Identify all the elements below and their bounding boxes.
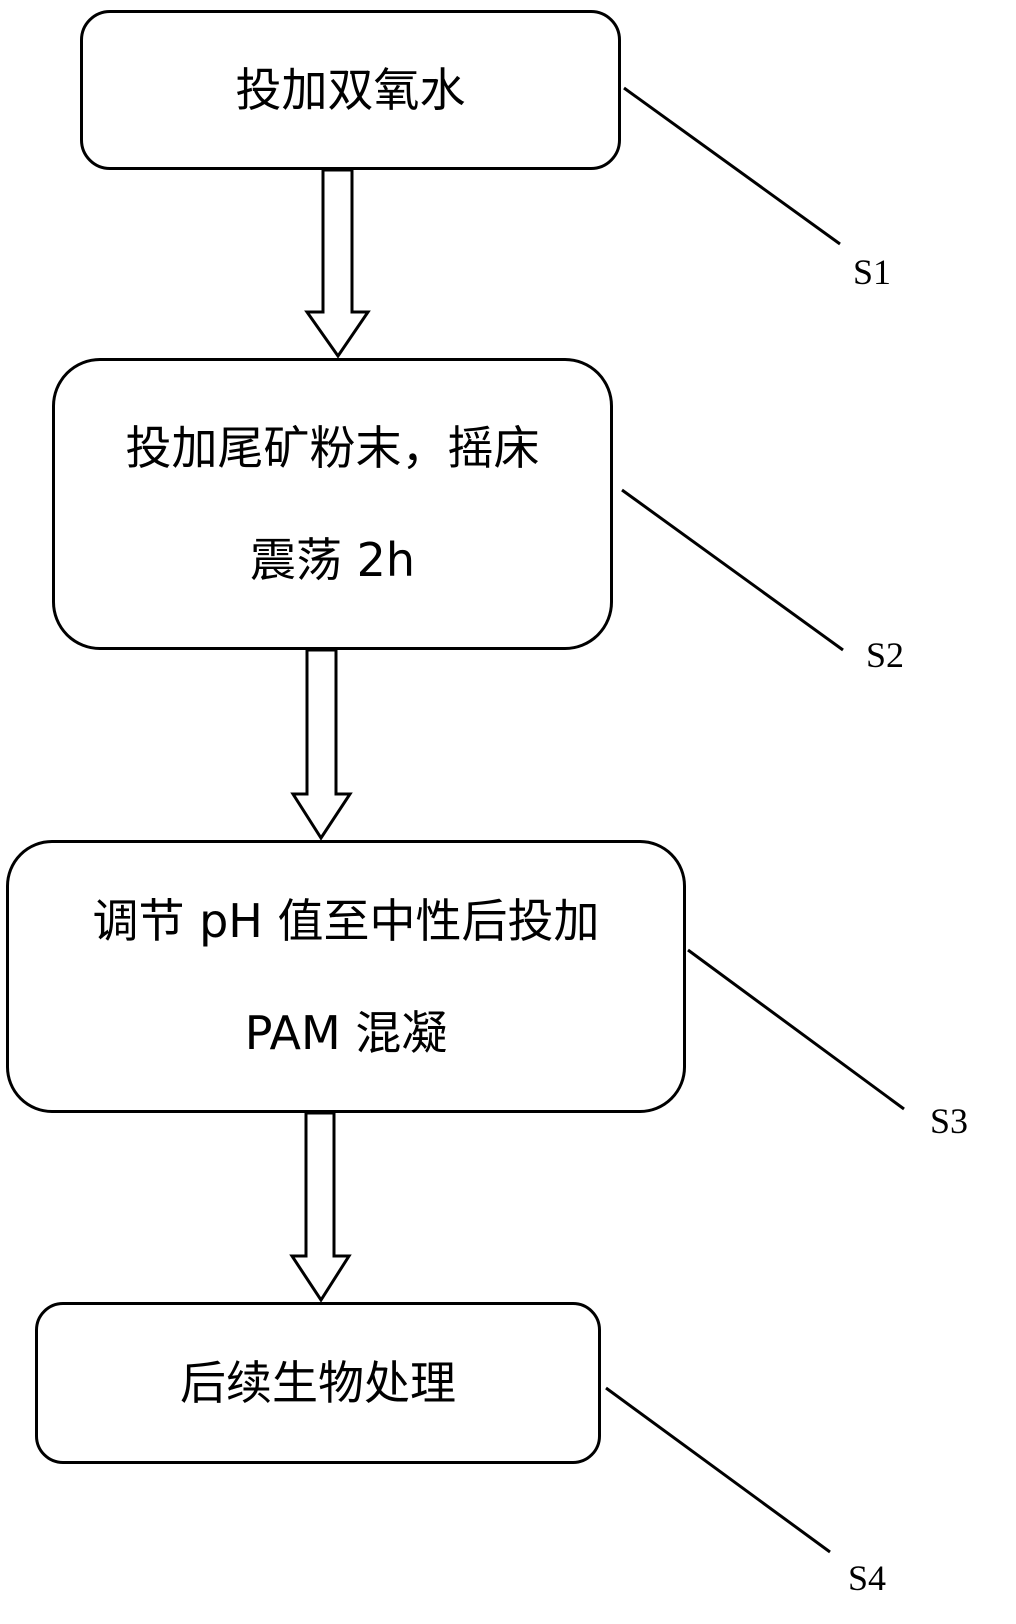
flow-arrow-s3-s4 [289,1111,352,1303]
leader-line-s4 [605,1386,831,1554]
step-text: 调节 pH 值至中性后投加 [92,893,600,948]
step-tag-s4: S4 [848,1558,887,1598]
step-text: 投加双氧水 [235,63,466,117]
leader-line-s2 [621,488,844,652]
step-tag-s3: S3 [930,1101,969,1141]
leader-line-s1 [623,86,841,246]
step-tag-s2: S2 [866,635,905,675]
step-box-s4: 后续生物处理 [35,1302,601,1464]
step-box-s3: 调节 pH 值至中性后投加 PAM 混凝 [6,840,686,1113]
step-text: 后续生物处理 [180,1356,456,1410]
step-box-s1: 投加双氧水 [80,10,621,170]
step-tag-s1: S1 [853,252,892,292]
step-text: 投加尾矿粉末，摇床 [125,421,540,475]
step-text: 震荡 2h [249,533,416,587]
step-box-s2: 投加尾矿粉末，摇床 震荡 2h [52,358,613,650]
flow-arrow-s2-s3 [290,648,353,841]
leader-line-s3 [687,948,905,1111]
step-text: PAM 混凝 [244,1005,448,1060]
flow-arrow-s1-s2 [304,168,371,359]
